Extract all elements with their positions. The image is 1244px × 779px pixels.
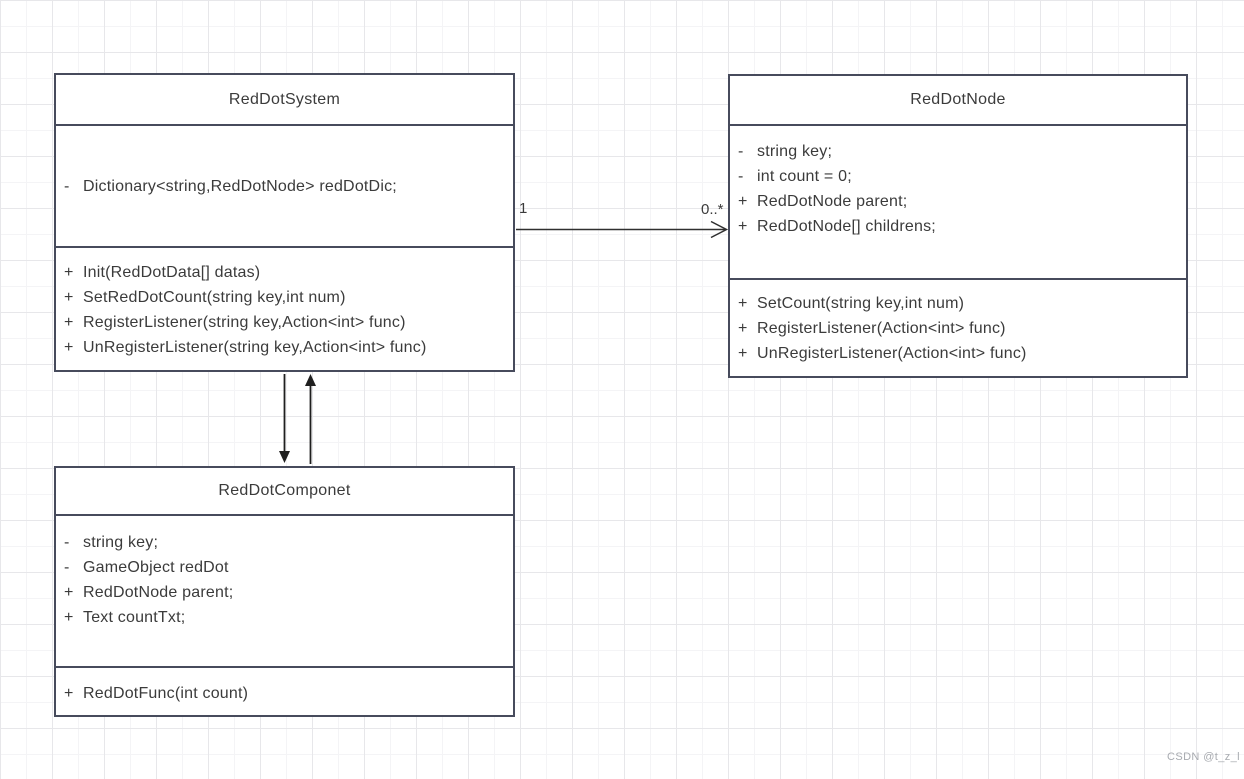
member-text: UnRegisterListener(Action<int> func) [757, 345, 1027, 362]
member-text: GameObject redDot [83, 559, 229, 576]
member-text: UnRegisterListener(string key,Action<int… [83, 339, 427, 356]
class-attribute: - string key; [56, 530, 513, 555]
class-attribute: - int count = 0; [730, 164, 1186, 189]
class-attributes-section: - string key; - GameObject redDot + RedD… [56, 516, 513, 666]
member-text: SetCount(string key,int num) [757, 295, 965, 312]
class-attribute: + RedDotNode parent; [56, 580, 513, 605]
member-text: RedDotFunc(int count) [83, 685, 249, 702]
class-method: + UnRegisterListener(string key,Action<i… [56, 335, 513, 360]
visibility-sign: + [64, 685, 74, 702]
class-attribute: - Dictionary<string,RedDotNode> redDotDi… [56, 174, 513, 199]
member-text: Dictionary<string,RedDotNode> redDotDic; [83, 178, 397, 195]
visibility-sign: - [738, 143, 744, 160]
visibility-sign: + [738, 345, 748, 362]
member-text: RegisterListener(string key,Action<int> … [83, 314, 406, 331]
class-title: RedDotSystem [56, 75, 513, 126]
class-methods-section: + Init(RedDotData[] datas) + SetRedDotCo… [56, 246, 513, 370]
class-title: RedDotComponet [56, 468, 513, 516]
member-text: RedDotNode[] childrens; [757, 218, 936, 235]
visibility-sign: + [64, 264, 74, 281]
arrow-componet-to-system-up[interactable] [305, 374, 316, 464]
member-text: RedDotNode parent; [757, 193, 908, 210]
class-box-reddotcomponet[interactable]: RedDotComponet - string key; - GameObjec… [54, 466, 515, 717]
member-text: string key; [757, 143, 833, 160]
class-method: + RedDotFunc(int count) [56, 681, 513, 706]
visibility-sign: - [64, 534, 70, 551]
arrow-system-to-componet-down[interactable] [279, 374, 290, 463]
member-text: Init(RedDotData[] datas) [83, 264, 261, 281]
visibility-sign: - [64, 178, 70, 195]
visibility-sign: + [64, 584, 74, 601]
class-box-reddotnode[interactable]: RedDotNode - string key; - int count = 0… [728, 74, 1188, 378]
multiplicity-label-zero-many: 0..* [701, 201, 724, 218]
visibility-sign: + [738, 295, 748, 312]
association-arrow-system-to-node[interactable] [516, 220, 729, 239]
member-text: Text countTxt; [83, 609, 186, 626]
class-attribute: + RedDotNode parent; [730, 189, 1186, 214]
visibility-sign: + [64, 289, 74, 306]
class-methods-section: + SetCount(string key,int num) + Registe… [730, 278, 1186, 376]
member-text: RedDotNode parent; [83, 584, 234, 601]
class-method: + SetRedDotCount(string key,int num) [56, 285, 513, 310]
watermark-text: CSDN @t_z_l [1167, 751, 1241, 763]
class-method: + RegisterListener(Action<int> func) [730, 316, 1186, 341]
visibility-sign: - [738, 168, 744, 185]
class-method: + Init(RedDotData[] datas) [56, 260, 513, 285]
class-method: + UnRegisterListener(Action<int> func) [730, 341, 1186, 366]
class-methods-section: + RedDotFunc(int count) [56, 666, 513, 715]
visibility-sign: - [64, 559, 70, 576]
visibility-sign: + [738, 218, 748, 235]
member-text: int count = 0; [757, 168, 852, 185]
class-box-reddotsystem[interactable]: RedDotSystem - Dictionary<string,RedDotN… [54, 73, 515, 372]
visibility-sign: + [64, 609, 74, 626]
class-title: RedDotNode [730, 76, 1186, 126]
visibility-sign: + [738, 193, 748, 210]
class-method: + RegisterListener(string key,Action<int… [56, 310, 513, 335]
class-attributes-section: - string key; - int count = 0; + RedDotN… [730, 126, 1186, 278]
visibility-sign: + [64, 314, 74, 331]
member-text: SetRedDotCount(string key,int num) [83, 289, 346, 306]
class-attribute: + RedDotNode[] childrens; [730, 214, 1186, 239]
class-attribute: - GameObject redDot [56, 555, 513, 580]
visibility-sign: + [64, 339, 74, 356]
member-text: string key; [83, 534, 159, 551]
class-attribute: + Text countTxt; [56, 605, 513, 630]
class-method: + SetCount(string key,int num) [730, 291, 1186, 316]
member-text: RegisterListener(Action<int> func) [757, 320, 1006, 337]
class-attributes-section: - Dictionary<string,RedDotNode> redDotDi… [56, 126, 513, 246]
multiplicity-label-one: 1 [519, 200, 528, 217]
class-attribute: - string key; [730, 139, 1186, 164]
visibility-sign: + [738, 320, 748, 337]
